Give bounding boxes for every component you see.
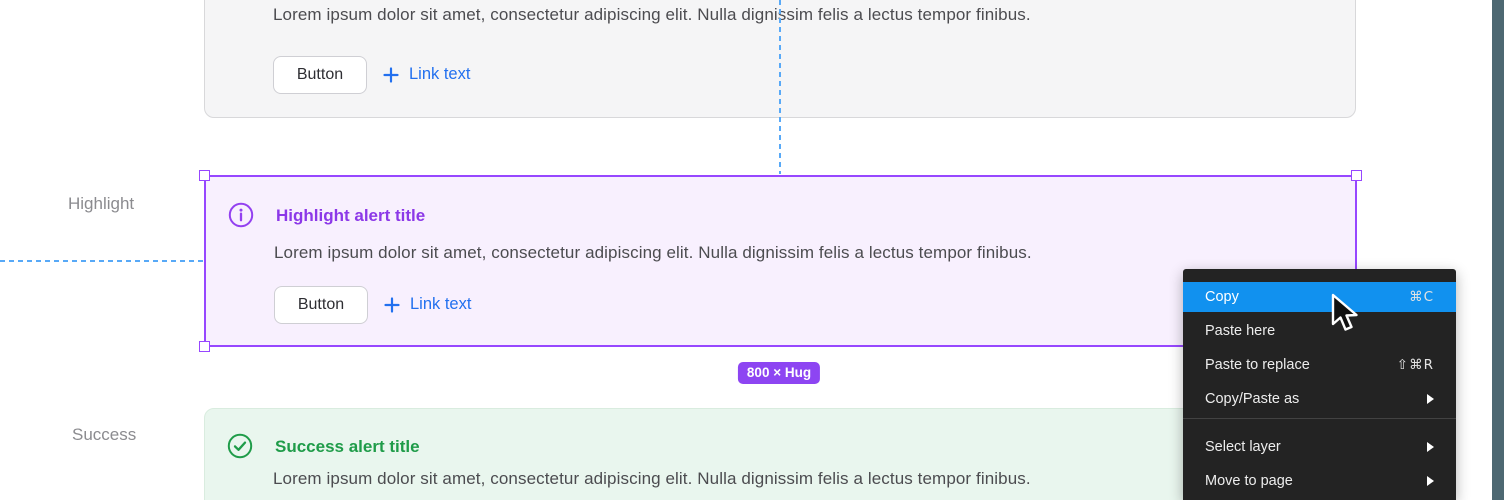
- neutral-alert-body: Lorem ipsum dolor sit amet, consectetur …: [273, 5, 1031, 24]
- success-alert-title: Success alert title: [275, 437, 420, 456]
- menu-item-paste-to-replace-shortcut: ⇧⌘R: [1396, 357, 1434, 373]
- highlight-alert-link-label: Link text: [410, 295, 472, 313]
- menu-item-paste-to-replace[interactable]: Paste to replace ⇧⌘R: [1183, 350, 1456, 380]
- success-alert-body: Lorem ipsum dolor sit amet, consectetur …: [273, 469, 1031, 488]
- highlight-alert-button[interactable]: Button: [274, 286, 368, 324]
- selection-handle-bottom-left[interactable]: [199, 341, 210, 352]
- right-edge-panel-strip: [1492, 0, 1504, 500]
- highlight-alert-title: Highlight alert title: [276, 206, 426, 225]
- selection-handle-top-left[interactable]: [199, 170, 210, 181]
- plus-icon: [384, 296, 400, 313]
- submenu-arrow-icon: [1427, 442, 1434, 452]
- highlight-alert-link[interactable]: Link text: [384, 295, 471, 314]
- menu-item-paste-here-label: Paste here: [1205, 323, 1276, 339]
- neutral-alert-link-label: Link text: [409, 65, 471, 83]
- neutral-alert-button[interactable]: Button: [273, 56, 367, 94]
- submenu-arrow-icon: [1427, 394, 1434, 404]
- menu-item-copy[interactable]: Copy ⌘C: [1183, 282, 1456, 312]
- menu-item-select-layer-label: Select layer: [1205, 439, 1281, 455]
- menu-item-copy-label: Copy: [1205, 289, 1239, 305]
- mouse-cursor-icon: [1331, 293, 1358, 331]
- menu-item-move-to-page-label: Move to page: [1205, 473, 1293, 489]
- section-label-highlight: Highlight: [68, 194, 135, 213]
- info-icon: [228, 202, 254, 228]
- vertical-center-guide: [779, 0, 781, 174]
- selection-handle-top-right[interactable]: [1351, 170, 1362, 181]
- alert-card-success[interactable]: Success alert title Lorem ipsum dolor si…: [204, 408, 1356, 500]
- context-menu: Copy ⌘C Paste here Paste to replace ⇧⌘R …: [1183, 269, 1456, 500]
- menu-item-copy-paste-as[interactable]: Copy/Paste as: [1183, 384, 1456, 414]
- submenu-arrow-icon: [1427, 476, 1434, 486]
- highlight-alert-body: Lorem ipsum dolor sit amet, consectetur …: [274, 243, 1032, 262]
- menu-item-copy-shortcut: ⌘C: [1409, 289, 1434, 305]
- horizontal-center-guide: [0, 260, 203, 262]
- menu-item-copy-paste-as-label: Copy/Paste as: [1205, 391, 1300, 407]
- neutral-alert-link[interactable]: Link text: [383, 65, 470, 84]
- selection-size-badge: 800 × Hug: [737, 362, 821, 384]
- menu-item-select-layer[interactable]: Select layer: [1183, 432, 1456, 462]
- alert-card-highlight[interactable]: Highlight alert title Lorem ipsum dolor …: [199, 170, 1362, 352]
- menu-separator: [1183, 418, 1456, 419]
- menu-item-paste-here[interactable]: Paste here: [1183, 316, 1456, 346]
- check-circle-icon: [227, 433, 253, 459]
- section-label-success: Success: [72, 425, 137, 444]
- plus-icon: [383, 66, 399, 83]
- menu-item-move-to-page[interactable]: Move to page: [1183, 466, 1456, 496]
- menu-item-paste-to-replace-label: Paste to replace: [1205, 357, 1310, 373]
